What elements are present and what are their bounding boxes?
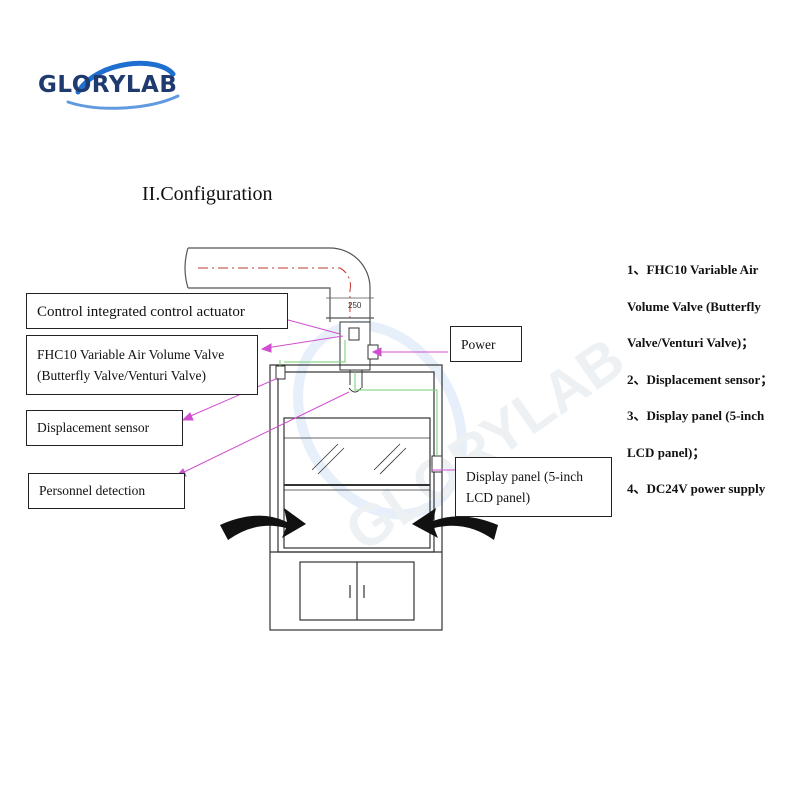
logo-swoosh-icon xyxy=(66,60,180,110)
callout-display-panel: Display panel (5-inch LCD panel) xyxy=(455,457,612,517)
exhaust-duct xyxy=(184,247,374,322)
callout-text-line1: Display panel (5-inch xyxy=(466,469,583,484)
legend-line: Volume Valve (Butterfly xyxy=(627,298,761,314)
airflow-arrow-left xyxy=(220,508,306,540)
legend-line: 4、DC24V power supply xyxy=(627,481,766,496)
airflow-arrow-right xyxy=(412,508,498,540)
section-heading: II.Configuration xyxy=(142,183,273,205)
callout-displacement-sensor: Displacement sensor xyxy=(26,410,183,446)
personnel-detector-unit xyxy=(348,387,362,393)
glorylab-logo: GLORYLAB xyxy=(38,52,188,112)
logo-text: GLORYLAB xyxy=(38,72,178,98)
displacement-sensor-unit xyxy=(275,365,286,380)
callout-personnel-detection: Personnel detection xyxy=(28,473,185,509)
legend-line: 3、Display panel (5-inch xyxy=(627,408,765,423)
callout-text-line2: (Butterfly Valve/Venturi Valve) xyxy=(37,368,206,383)
legend-line: 2、Displacement sensor； xyxy=(627,371,774,387)
callout-text: Power xyxy=(461,337,496,352)
dimension-label: 250 xyxy=(348,301,362,310)
callout-text: Displacement sensor xyxy=(37,420,150,435)
component-legend: 1、FHC10 Variable Air Volume Valve (Butte… xyxy=(627,260,797,516)
callout-text-line2: LCD panel) xyxy=(466,490,531,505)
legend-line: 1、FHC10 Variable Air xyxy=(627,262,759,277)
callout-text-line1: FHC10 Variable Air Volume Valve xyxy=(37,347,225,362)
legend-line: Valve/Venturi Valve)； xyxy=(627,335,755,350)
callout-power: Power xyxy=(450,326,522,362)
legend-line: LCD panel)； xyxy=(627,444,706,460)
callout-air-volume-valve: FHC10 Variable Air Volume Valve (Butterf… xyxy=(26,335,258,395)
air-volume-valve xyxy=(339,321,379,388)
callout-arrows xyxy=(174,311,512,478)
callout-control-actuator: Control integrated control actuator xyxy=(26,293,288,329)
callout-text: Personnel detection xyxy=(39,483,146,498)
callout-text: Control integrated control actuator xyxy=(37,304,245,320)
